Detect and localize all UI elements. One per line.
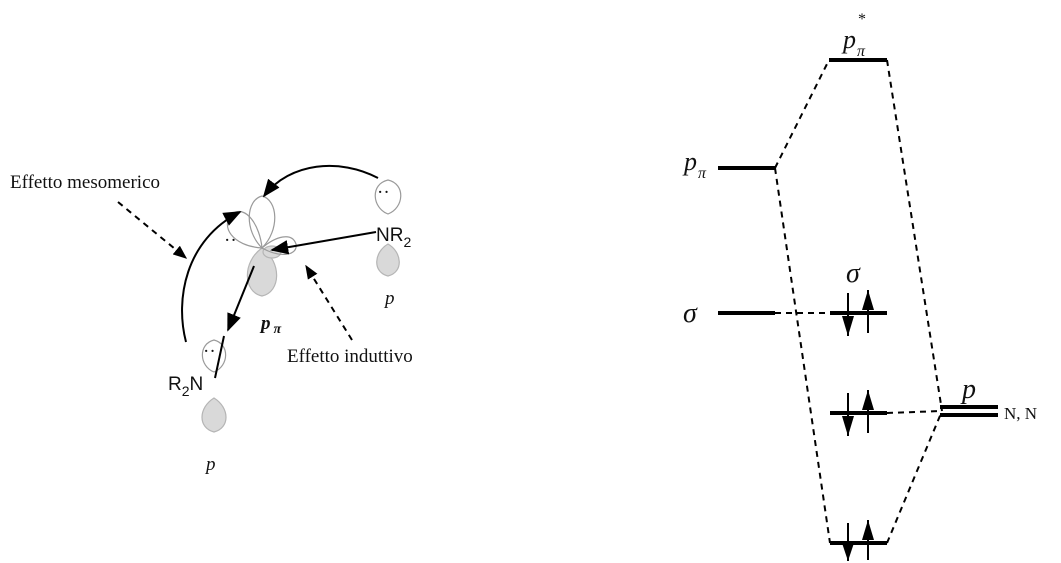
corr-pistar-to-p [886, 59, 943, 412]
mesomeric-dashed-arrow [117, 201, 188, 259]
left-n-lone-pair: ·· [203, 341, 216, 362]
central-lone-pair: ·· [224, 230, 237, 251]
left-n-group: R2N [168, 374, 203, 399]
inductive-dashed-arrow [305, 264, 353, 341]
corr-pi-to-bottom [774, 167, 831, 544]
right-n-group: NR2 [376, 225, 411, 250]
label-sigma-center: σ [846, 258, 861, 289]
label-pi-star-sup: * [858, 11, 866, 28]
left-n-orbital-lower [201, 397, 227, 433]
label-sigma-left: σ [683, 298, 698, 329]
corr-n-to-p [886, 410, 943, 414]
bond-line-lower-n [214, 335, 225, 379]
corr-bottom-to-p [886, 410, 943, 544]
central-orbital-upper-lobe-right [248, 195, 276, 249]
central-orbital-lower-lobe [246, 247, 278, 297]
label-atoms: N, N [1004, 404, 1037, 423]
bottom-p-label: p [204, 454, 216, 475]
label-mesomeric-effect: Effetto mesomerico [10, 172, 160, 193]
corr-pi-to-pistar [774, 59, 830, 169]
right-n-orbital-upper [374, 179, 402, 215]
electron-pair-bottom [842, 520, 874, 561]
right-n-orbital-lower [376, 243, 400, 277]
right-p-label: p [383, 288, 395, 309]
mesomeric-arc-top [262, 164, 379, 198]
label-p-right: p [960, 374, 976, 405]
electron-pair-n [842, 390, 874, 436]
label-inductive-effect: Effetto induttivo [287, 346, 413, 367]
right-n-lone-pair: ·· [377, 182, 390, 203]
label-pi-star: pπ [841, 25, 866, 60]
label-pi: pπ [682, 147, 707, 182]
electron-pair-sigma [842, 290, 874, 336]
left-n-orbital-upper [201, 339, 227, 373]
mesomeric-arc-left [181, 211, 242, 343]
mo-energy-diagram: pπ * pπ σ σ p N, N [682, 11, 1037, 561]
bond-arrow-n-to-center [270, 231, 377, 255]
bond-arrow-center-to-n [227, 265, 255, 332]
